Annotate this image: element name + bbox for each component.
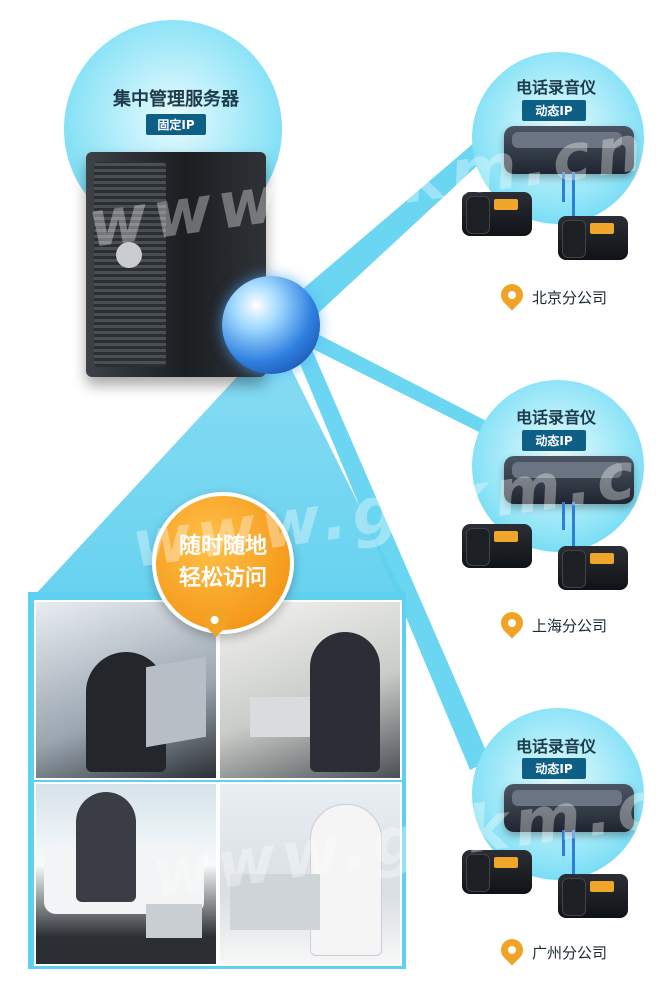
photo-train-man-phone <box>218 600 402 780</box>
access-beam <box>32 350 405 598</box>
branch-location-guangzhou: 广州分公司 <box>532 944 608 962</box>
laptop-shape <box>250 697 310 737</box>
link-shanghai <box>300 325 505 445</box>
branch-title-guangzhou: 电话录音仪 <box>515 737 596 756</box>
server-ip-tag: 固定IP <box>146 114 206 135</box>
person-figure <box>310 804 382 956</box>
branch-ip-tag-guangzhou: 动态IP <box>522 758 586 779</box>
phone-icon-guangzhou-1 <box>462 850 532 894</box>
cable-guangzhou-1 <box>562 830 565 856</box>
photo-bathtub-man-laptop <box>34 782 218 966</box>
person-figure <box>310 632 380 772</box>
cable-shanghai-1 <box>562 502 565 530</box>
branch-location-shanghai: 上海分公司 <box>532 617 608 635</box>
person-figure <box>76 792 136 902</box>
photo-young-man-laptop <box>218 782 402 966</box>
link-guangzhou <box>290 340 490 770</box>
link-beijing <box>290 125 505 330</box>
photo-office-man-laptop <box>34 600 218 780</box>
laptop-shape <box>230 874 320 930</box>
recorder-device-shanghai <box>504 456 634 504</box>
branch-ip-tag-shanghai: 动态IP <box>522 430 586 451</box>
laptop-shape <box>146 904 202 938</box>
recorder-device-beijing <box>504 126 634 174</box>
phone-icon-shanghai-1 <box>462 524 532 568</box>
phone-icon-beijing-1 <box>462 192 532 236</box>
cable-guangzhou-2 <box>572 830 575 878</box>
phone-icon-beijing-2 <box>558 216 628 260</box>
branch-title-shanghai: 电话录音仪 <box>515 408 596 427</box>
branch-ip-tag-beijing: 动态IP <box>522 100 586 121</box>
phone-icon-shanghai-2 <box>558 546 628 590</box>
server-title: 集中管理服务器 <box>113 89 239 110</box>
access-line1: 随时随地 <box>178 534 267 559</box>
phone-icon-guangzhou-2 <box>558 874 628 918</box>
access-line2: 轻松访问 <box>178 566 267 591</box>
branch-location-beijing: 北京分公司 <box>532 289 608 307</box>
cable-beijing-2 <box>572 172 575 220</box>
cable-shanghai-2 <box>572 502 575 550</box>
server-bezel-badge <box>116 242 142 268</box>
recorder-device-guangzhou <box>504 784 634 832</box>
cable-beijing-1 <box>562 172 565 202</box>
globe-icon <box>222 276 320 374</box>
branch-title-beijing: 电话录音仪 <box>515 78 596 97</box>
laptop-shape <box>146 656 206 748</box>
